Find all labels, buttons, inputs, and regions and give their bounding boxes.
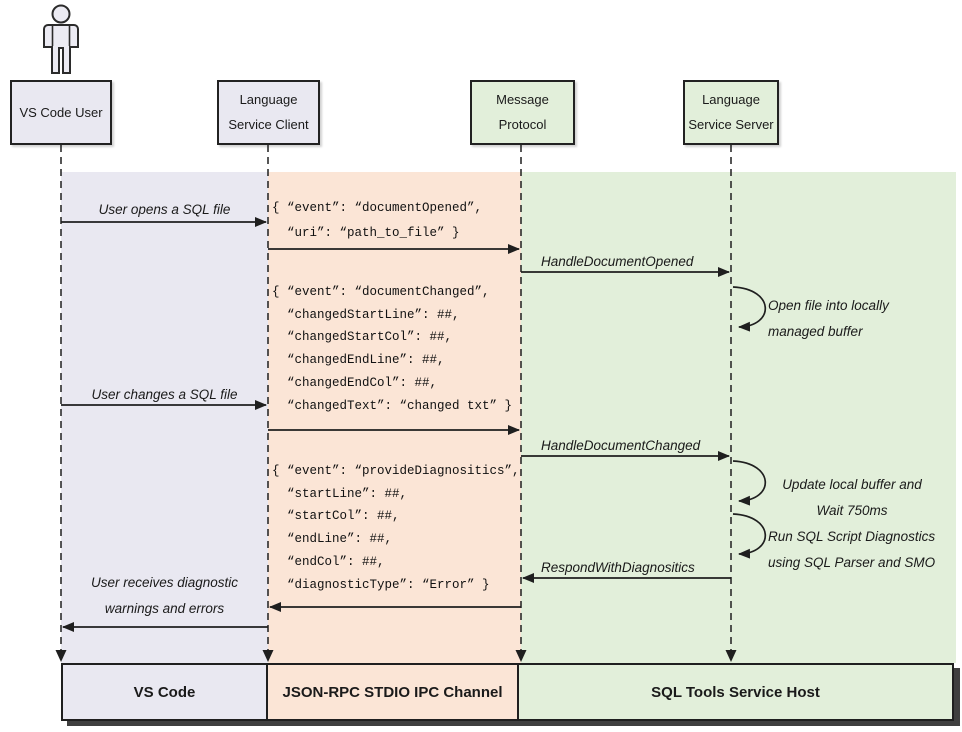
lane-json-rpc-channel <box>268 172 521 663</box>
label-handle-document-opened: HandleDocumentOpened <box>541 254 694 269</box>
payload-provide-diagnostics: { “event”: “provideDiagnositics”, “start… <box>272 464 520 592</box>
actor-label: Message <box>496 92 549 107</box>
label-user-opens-file: User opens a SQL file <box>98 202 231 217</box>
footer-box-vscode: VS Code <box>61 663 268 721</box>
label-run-sql-diagnostics: Run SQL Script Diagnostics using SQL Par… <box>768 529 936 570</box>
actor-label: Service Client <box>228 117 309 132</box>
actor-label: Service Server <box>688 117 774 132</box>
actor-box-message-protocol: Message Protocol <box>470 80 575 145</box>
actor-box-language-service-client: Language Service Client <box>217 80 320 145</box>
actor-label: Language <box>702 92 760 107</box>
user-actor-icon <box>43 4 79 74</box>
label-respond-with-diagnostics: RespondWithDiagnositics <box>541 560 695 575</box>
lane-vscode <box>61 172 268 663</box>
payload-document-opened: { “event”: “documentOpened”, “uri”: “pat… <box>272 201 483 240</box>
payload-document-changed: { “event”: “documentChanged”, “changedSt… <box>272 285 513 413</box>
actor-box-vscode-user: VS Code User <box>10 80 112 145</box>
actor-label: Language <box>239 92 298 107</box>
actor-label: VS Code User <box>19 104 103 120</box>
label-user-receives-diagnostics: User receives diagnostic warnings and er… <box>90 575 239 616</box>
actor-label: Protocol <box>498 117 547 132</box>
label-handle-document-changed: HandleDocumentChanged <box>541 438 701 453</box>
footer-row: VS Code JSON-RPC STDIO IPC Channel SQL T… <box>61 663 956 721</box>
label-user-changes-file: User changes a SQL file <box>91 387 238 402</box>
actor-box-language-service-server: Language Service Server <box>683 80 779 145</box>
footer-box-json-rpc-channel: JSON-RPC STDIO IPC Channel <box>266 663 519 721</box>
label-update-local-buffer: Update local buffer and Wait 750ms <box>782 477 922 518</box>
lane-sql-tools-host <box>521 172 956 663</box>
footer-box-sql-tools-host: SQL Tools Service Host <box>517 663 954 721</box>
label-open-file-into-buffer: Open file into locally managed buffer <box>768 298 889 339</box>
